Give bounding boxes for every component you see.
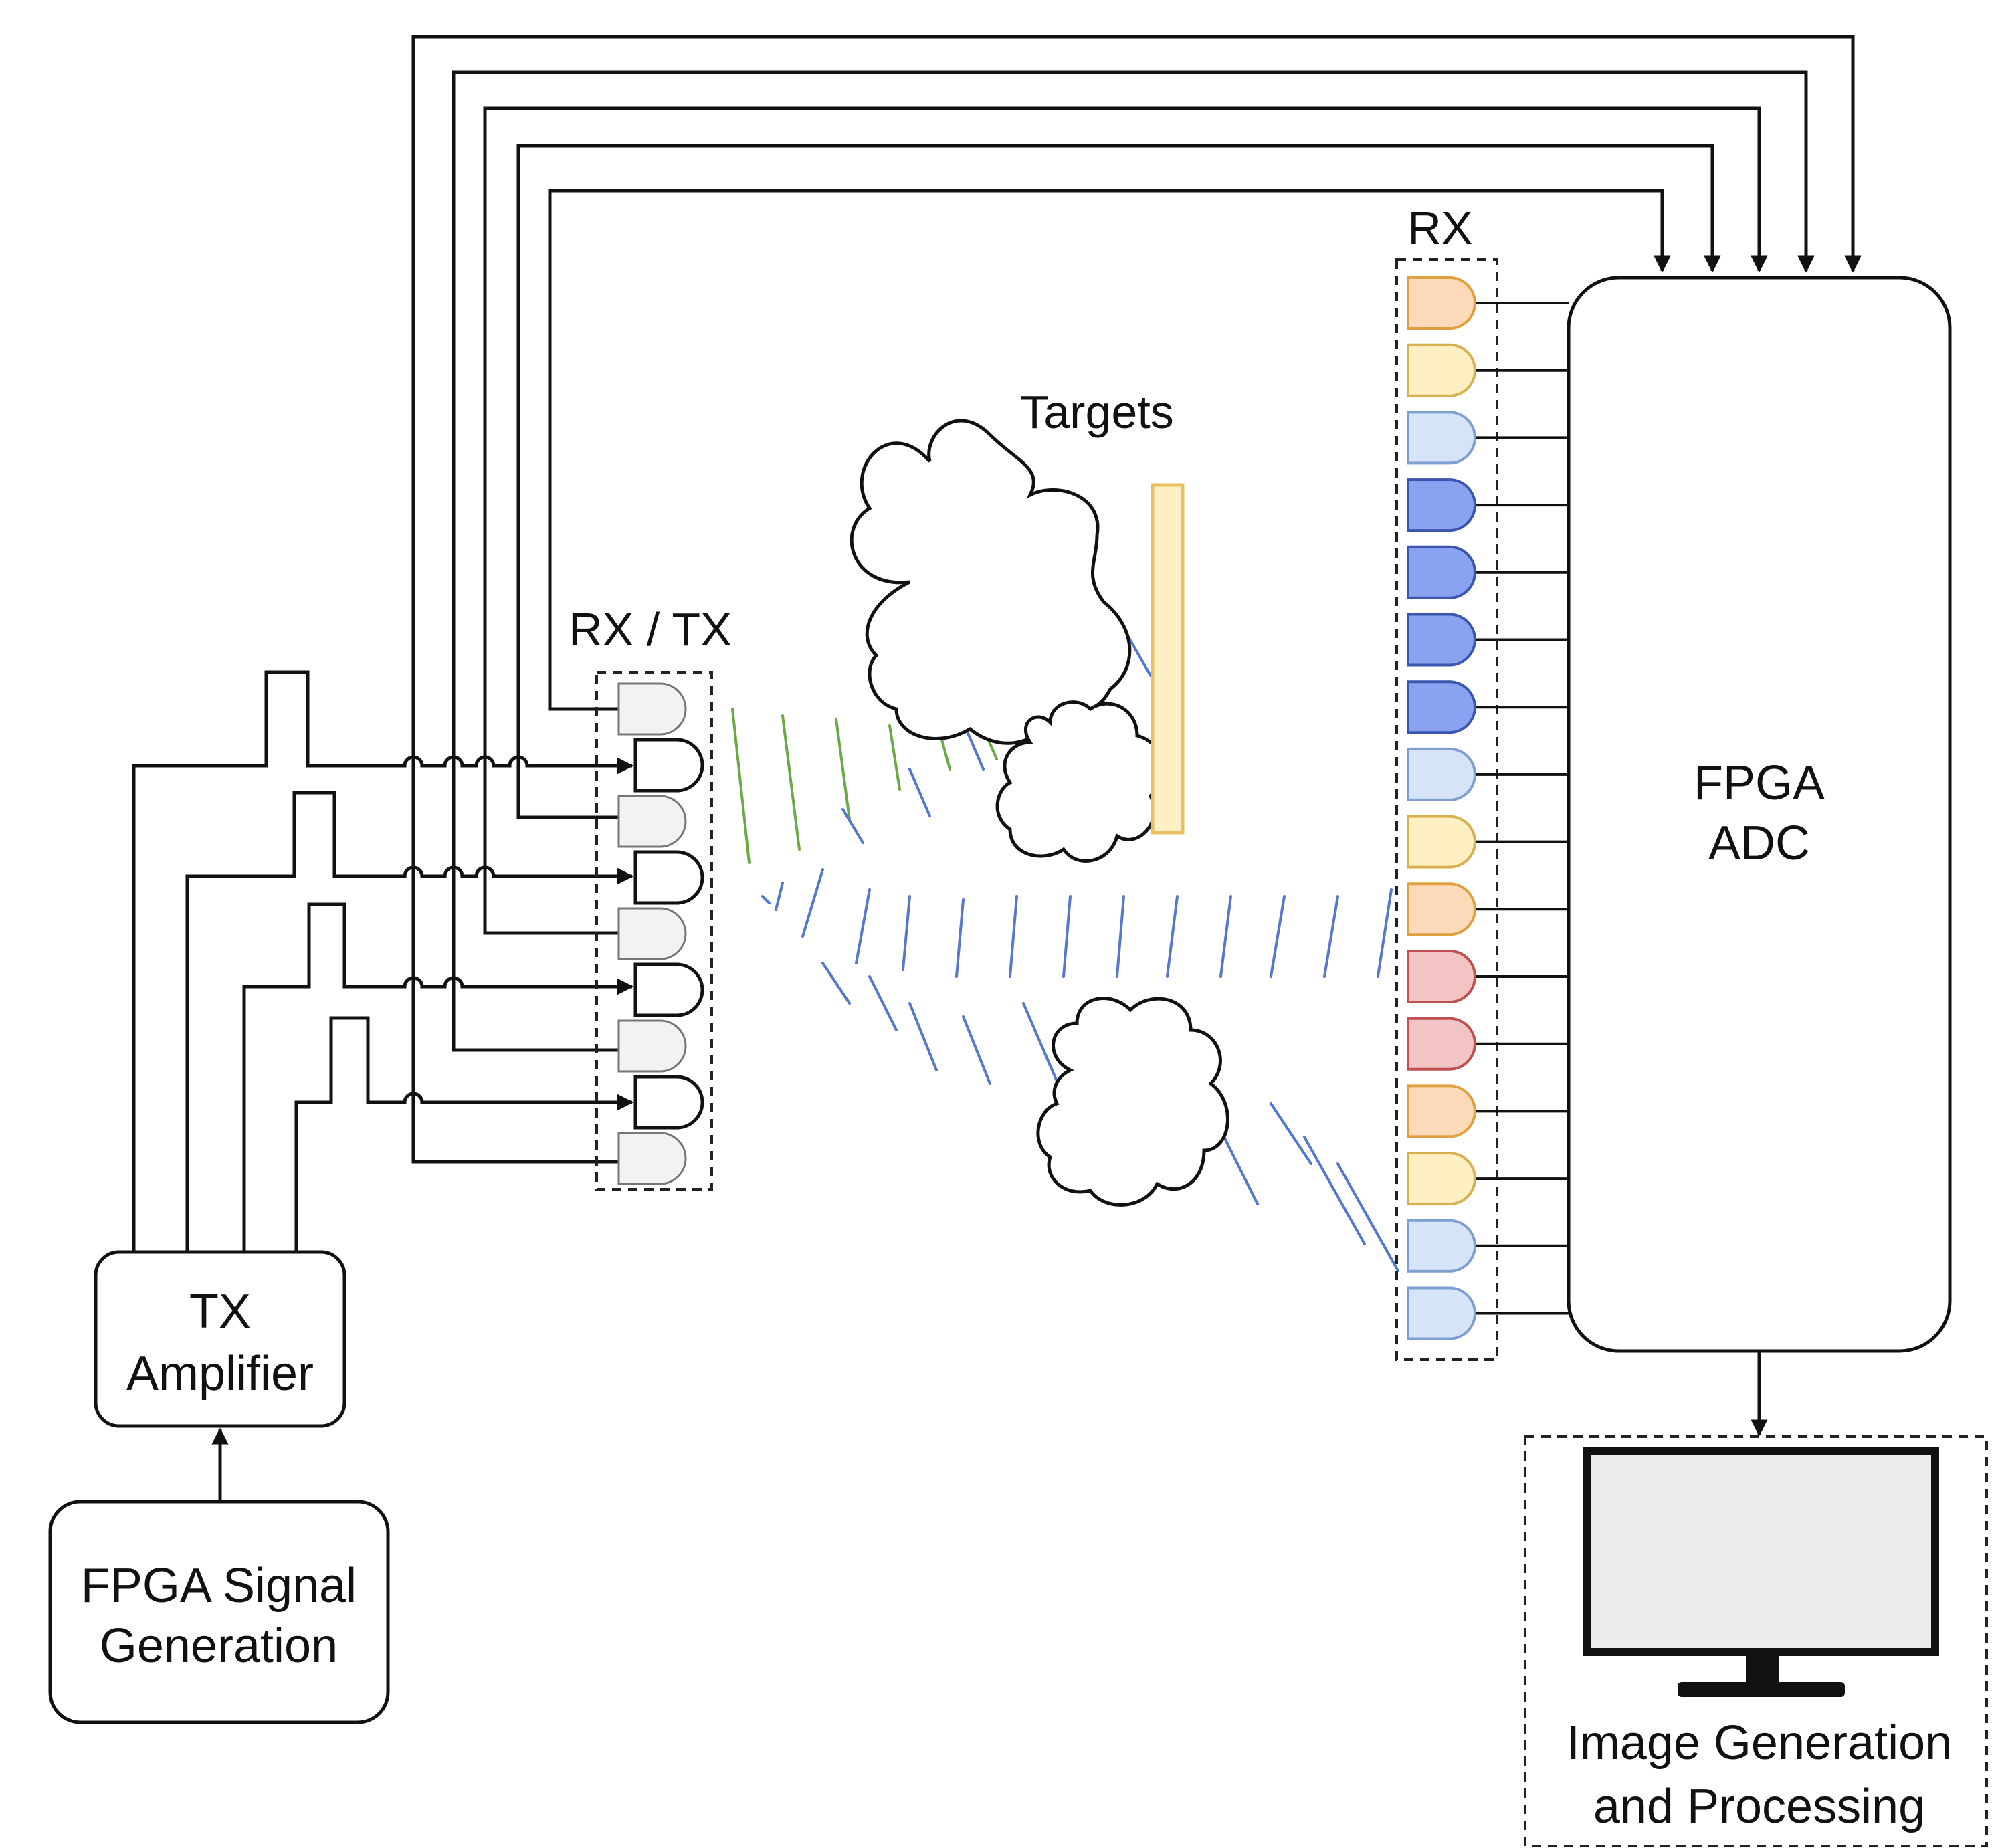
wave-line: [731, 708, 751, 864]
cloud-target-small: [995, 700, 1164, 863]
wave-line: [888, 724, 901, 791]
rx-antenna-element-lightblue: [1407, 1219, 1476, 1273]
fpga-adc-block: FPGA ADC: [1567, 276, 1952, 1353]
rx-antenna-element: [617, 1132, 687, 1185]
rx-antenna-element-yellow: [1407, 343, 1476, 397]
rx-antenna-element-yellow: [1407, 815, 1476, 869]
wave-line: [1336, 1162, 1399, 1272]
cloud-target-lower: [1036, 997, 1229, 1207]
tx-antenna-element: [633, 962, 704, 1017]
wave-line: [868, 975, 898, 1031]
tx-amplifier-label-line2: Amplifier: [126, 1347, 314, 1401]
wave-line: [1009, 895, 1018, 978]
wave-line: [1377, 888, 1393, 978]
rx-antenna-element: [617, 795, 687, 848]
fpga-adc-label-line1: FPGA: [1694, 756, 1825, 810]
rxtx-array: RX / TX: [569, 603, 732, 1191]
wave-line: [1062, 895, 1072, 978]
rxtx-label: RX / TX: [569, 603, 732, 655]
wave-line: [902, 895, 911, 971]
wave-line: [1303, 1136, 1366, 1245]
rx-antenna-element-lightblue: [1407, 1286, 1476, 1340]
wave-line: [908, 768, 931, 817]
rx-antenna-element-red: [1407, 1017, 1476, 1071]
rx-antenna-element-peach: [1407, 1084, 1476, 1138]
plate-target: [1151, 483, 1185, 835]
rx-antenna-element: [617, 1019, 687, 1073]
tx-antenna-element: [633, 738, 704, 793]
wave-line: [1219, 895, 1232, 978]
tx-antenna-element: [633, 850, 704, 905]
tx-amplifier-block: TX Amplifier: [94, 1250, 346, 1428]
tx-signal-lines: [132, 670, 634, 1252]
wave-line: [835, 718, 851, 821]
cloud-target-large: [850, 419, 1132, 745]
rx-antenna-element-lightblue: [1407, 411, 1476, 465]
rx-antenna-element-peach: [1407, 276, 1476, 330]
fpga-signal-label-line2: Generation: [100, 1619, 338, 1673]
fpga-adc-label-line2: ADC: [1708, 817, 1810, 870]
rx-antenna-element-blue: [1407, 613, 1476, 667]
tx-amplifier-label-line1: TX: [189, 1285, 251, 1338]
image-processing-label-line2: and Processing: [1593, 1780, 1925, 1833]
wave-line: [781, 714, 801, 851]
wave-line: [962, 1015, 991, 1085]
wave-line: [855, 888, 871, 964]
image-processing-block: Image Generation and Processing: [1524, 1435, 1988, 1847]
tx-antenna-element: [633, 1075, 704, 1130]
wave-line: [955, 898, 965, 978]
feedback-wires: [411, 35, 1862, 1164]
targets-label: Targets: [1020, 386, 1174, 438]
wave-line: [1270, 1102, 1312, 1165]
rx-antenna-element-blue: [1407, 478, 1476, 532]
wave-line: [1166, 895, 1179, 978]
wave-line: [761, 895, 771, 904]
rx-antenna-element-yellow: [1407, 1152, 1476, 1206]
wave-line: [821, 962, 851, 1005]
wave-line: [801, 868, 824, 938]
wave-line: [775, 882, 784, 911]
targets: Targets: [850, 386, 1229, 1207]
rx-antenna-element: [617, 682, 687, 736]
rx-label: RX: [1407, 202, 1472, 254]
wave-line: [1116, 895, 1125, 978]
wave-line: [1270, 895, 1286, 978]
fpga-signal-label-line1: FPGA Signal: [81, 1559, 357, 1613]
rx-array: RX: [1395, 202, 1569, 1361]
wave-line: [1323, 895, 1339, 978]
rx-antenna-element-blue: [1407, 545, 1476, 599]
rx-antenna-element-red: [1407, 950, 1476, 1003]
rx-antenna-element-peach: [1407, 882, 1476, 936]
rx-antenna-element-lightblue: [1407, 747, 1476, 801]
fpga-signal-generation-block: FPGA Signal Generation: [48, 1500, 390, 1724]
rx-antenna-element-blue: [1407, 680, 1476, 734]
rx-antenna-element: [617, 907, 687, 960]
monitor-icon: [1583, 1447, 1939, 1697]
wave-line: [908, 1002, 938, 1071]
image-processing-label-line1: Image Generation: [1567, 1716, 1952, 1770]
wave-line: [841, 808, 864, 844]
